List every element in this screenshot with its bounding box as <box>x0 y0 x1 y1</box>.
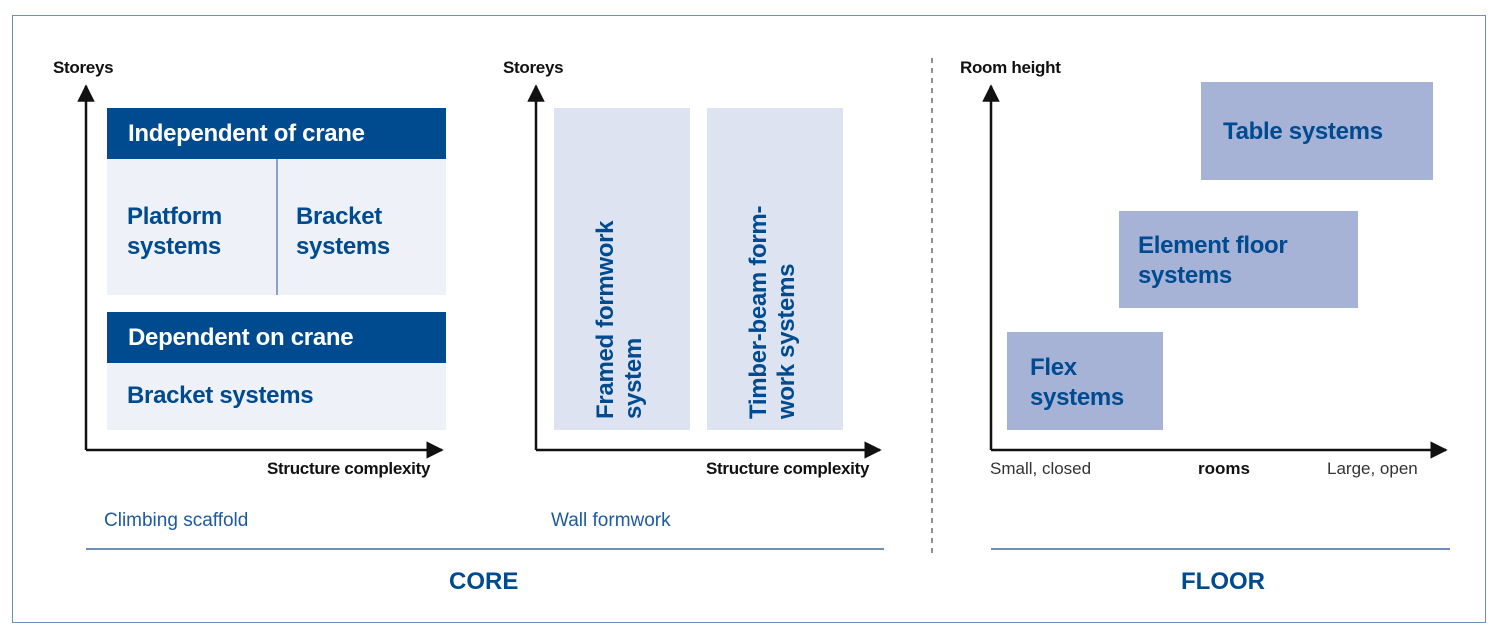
element-floor-box <box>1119 211 1358 308</box>
floor-x-left-label: Small, closed <box>990 459 1092 478</box>
table-systems-box <box>1201 82 1433 180</box>
panel-divider <box>276 159 278 295</box>
framed-formwork-label: Framed formwork system <box>592 220 647 419</box>
dependent-on-crane-header: Dependent on crane <box>107 312 446 363</box>
wall-formwork-caption: Wall formwork <box>551 510 671 531</box>
core-rule <box>86 548 884 550</box>
bracket-systems-top-label: Bracket systems <box>296 203 390 260</box>
flex-systems-label: Flex systems <box>1030 354 1124 411</box>
wall-y-axis-label: Storeys <box>503 58 564 77</box>
wall-x-axis-label: Structure complexity <box>706 459 870 478</box>
framed-formwork-column: Framed formwork system <box>554 108 690 430</box>
climbing-x-axis-label: Structure complexity <box>267 459 431 478</box>
floor-x-mid-label: rooms <box>1198 459 1250 478</box>
flex-systems-box <box>1007 332 1163 430</box>
outer-frame <box>12 15 1486 623</box>
element-floor-label: Element floor systems <box>1138 232 1288 289</box>
floor-y-axis-label: Room height <box>960 58 1061 77</box>
timber-beam-column: Timber-beam form- work systems <box>707 108 843 430</box>
independent-of-crane-header: Independent of crane <box>107 108 446 159</box>
platform-systems-label: Platform systems <box>127 203 222 260</box>
climbing-scaffold-caption: Climbing scaffold <box>104 510 249 531</box>
table-systems-label: Table systems <box>1223 118 1383 145</box>
floor-rule <box>991 548 1450 550</box>
floor-x-right-label: Large, open <box>1327 459 1418 478</box>
bracket-systems-bottom-label: Bracket systems <box>127 382 314 409</box>
dependent-on-crane-panel <box>107 363 446 430</box>
floor-section-title: FLOOR <box>1181 568 1265 595</box>
core-section-title: CORE <box>449 568 519 595</box>
timber-beam-label: Timber-beam form- work systems <box>745 205 800 419</box>
climbing-y-axis-label: Storeys <box>53 58 114 77</box>
